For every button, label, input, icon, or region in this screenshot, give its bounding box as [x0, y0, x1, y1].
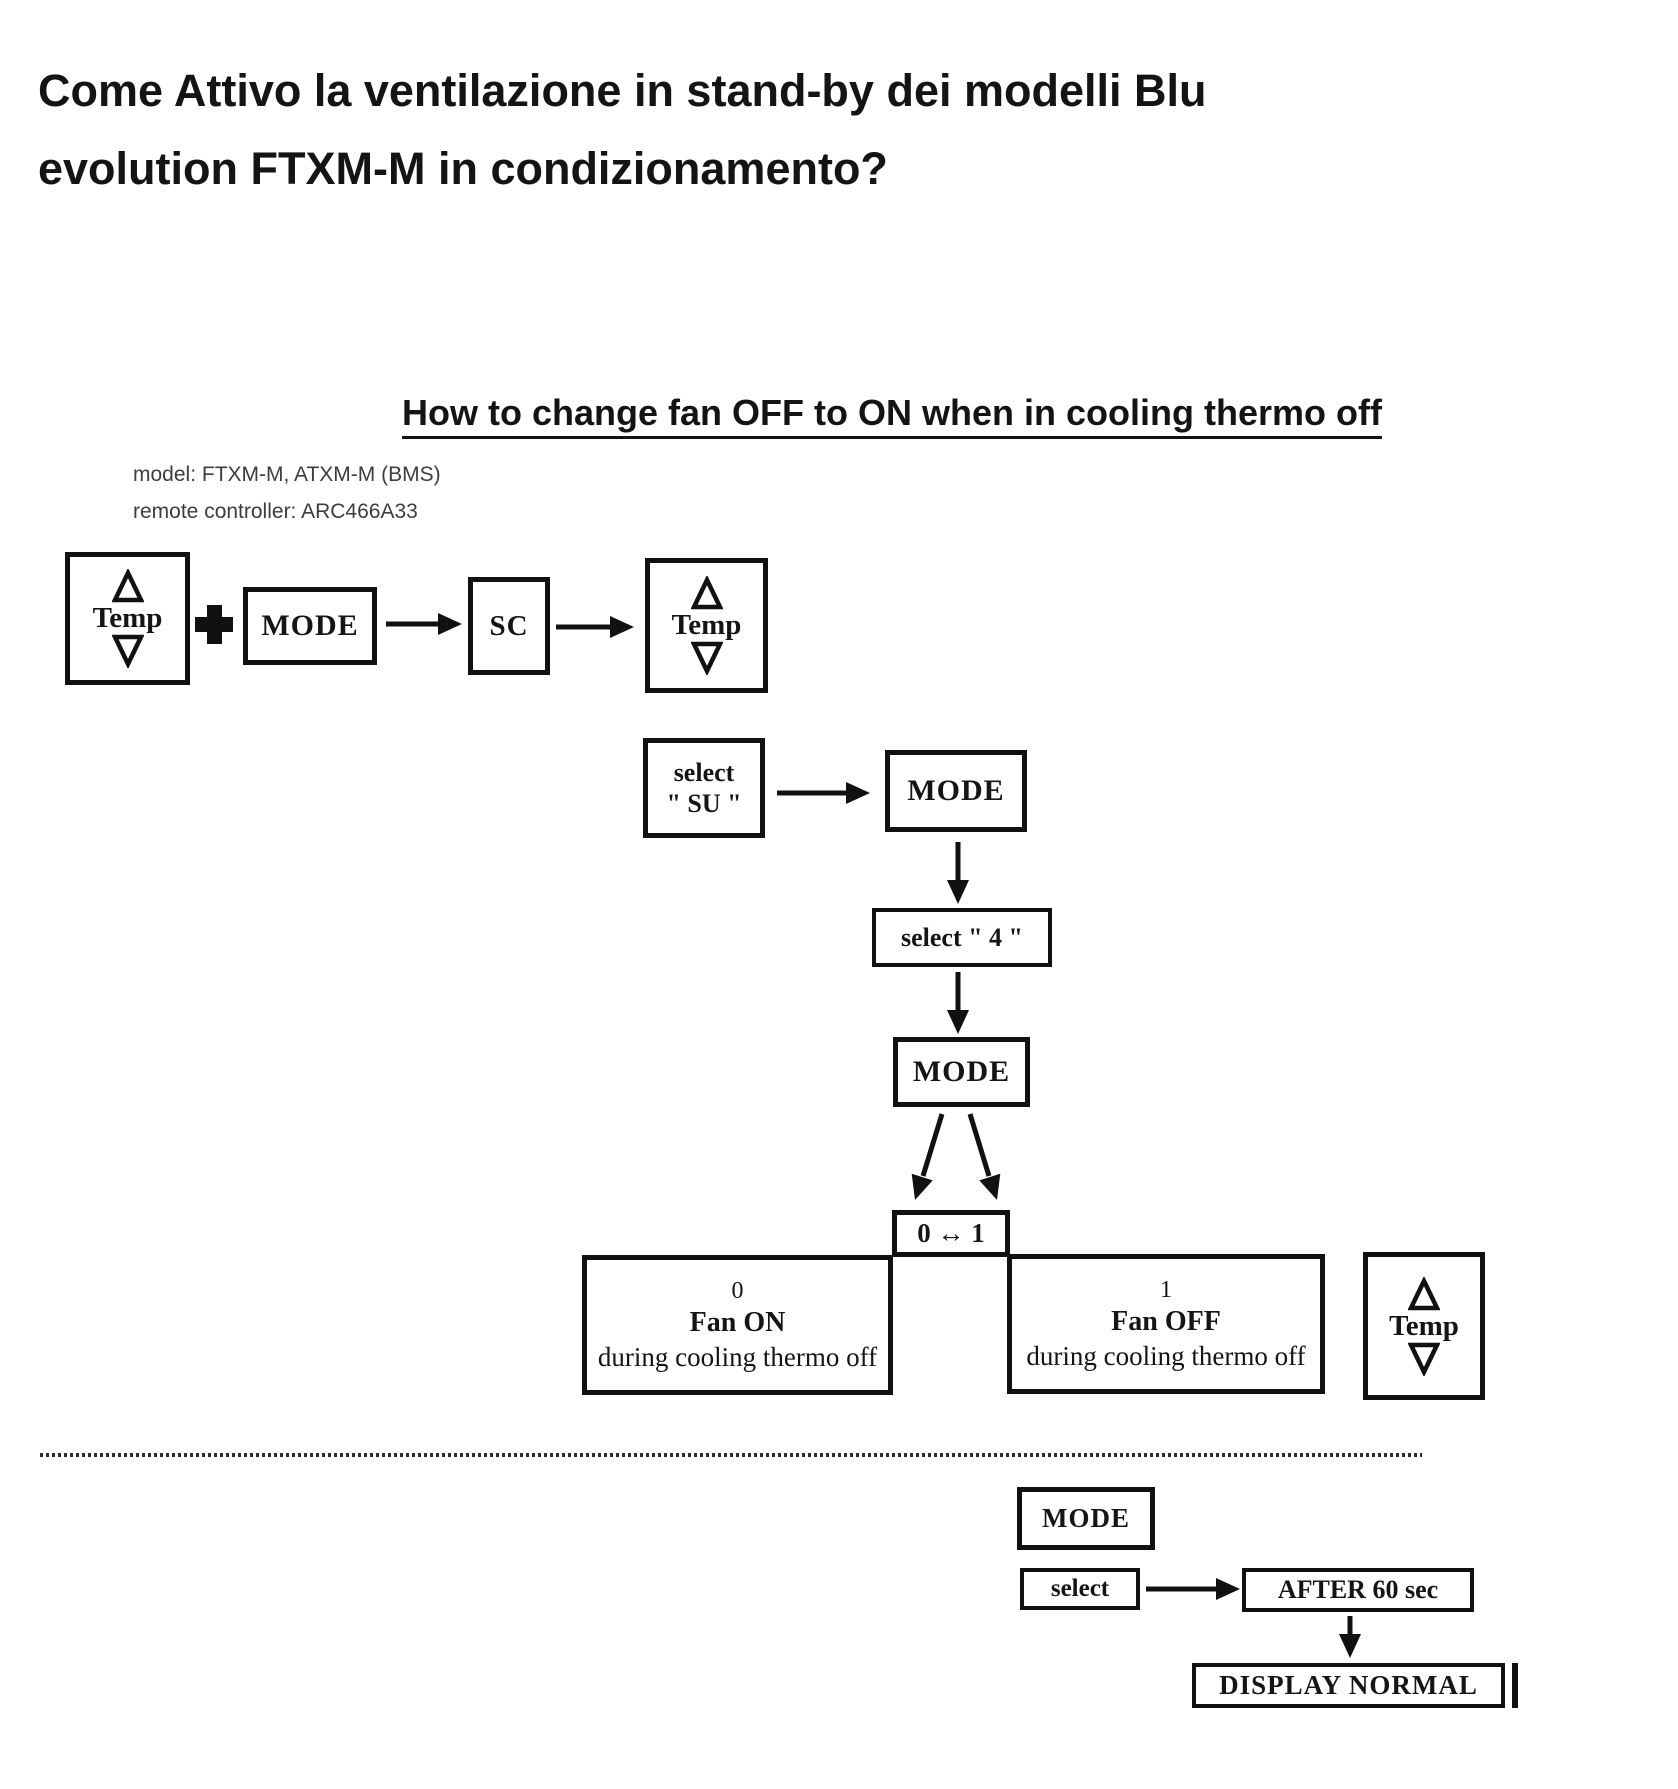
after-60-sec-box: AFTER 60 sec: [1242, 1568, 1474, 1612]
diagram-heading-text: How to change fan OFF to ON when in cool…: [402, 392, 1382, 439]
temp-label: Temp: [1389, 1309, 1459, 1342]
diagram-heading: How to change fan OFF to ON when in cool…: [402, 392, 1382, 439]
page-title-line1: Come Attivo la ventilazione in stand-by …: [38, 65, 1207, 116]
arrow-right-icon: [777, 782, 870, 804]
fan-off-outcome-box: 1 Fan OFF during cooling thermo off: [1007, 1254, 1325, 1394]
temp-button-box-1: Temp: [65, 552, 190, 685]
select-4-box: select " 4 ": [872, 908, 1052, 967]
temp-label: Temp: [671, 609, 742, 641]
toggle-0-1-label: 0 ↔ 1: [917, 1218, 985, 1248]
arrow-down-icon: [947, 972, 969, 1034]
arrow-diagonal-right-icon: [967, 1113, 1001, 1200]
mode-button-box-4: MODE: [1017, 1487, 1155, 1550]
after-60-sec-label: AFTER 60 sec: [1277, 1575, 1439, 1604]
temp-button-box-3: Temp: [1363, 1252, 1485, 1400]
cursor-bar: [1512, 1663, 1518, 1708]
triangle-up-icon: [111, 569, 144, 603]
remote-controller-info: remote controller: ARC466A33: [133, 500, 418, 523]
triangle-up-icon: [1408, 1276, 1440, 1310]
triangle-down-icon: [690, 641, 723, 675]
display-normal-label: DISPLAY NORMAL: [1219, 1670, 1478, 1700]
mode-label: MODE: [907, 774, 1005, 807]
mode-label: MODE: [1042, 1503, 1130, 1533]
sc-box: SC: [468, 577, 550, 675]
fan-off-title: Fan OFF: [1111, 1306, 1221, 1337]
display-normal-box: DISPLAY NORMAL: [1192, 1663, 1505, 1708]
page-title-line2: evolution FTXM-M in condizionamento?: [38, 143, 888, 194]
triangle-down-icon: [1408, 1342, 1440, 1376]
arrow-down-icon: [947, 842, 969, 904]
select-4-label: select " 4 ": [901, 922, 1023, 952]
arrow-right-icon: [1146, 1578, 1240, 1600]
mode-label: MODE: [912, 1055, 1011, 1088]
mode-label: MODE: [261, 609, 359, 642]
select-su-line1: select: [673, 758, 735, 787]
model-info: model: FTXM-M, ATXM-M (BMS): [133, 463, 441, 486]
sc-label: SC: [489, 609, 529, 642]
arrow-right-icon: [556, 616, 634, 638]
temp-button-box-2: Temp: [645, 558, 768, 693]
mode-button-box-3: MODE: [893, 1037, 1030, 1107]
arrow-diagonal-left-icon: [911, 1113, 945, 1200]
mode-button-box-1: MODE: [243, 587, 377, 665]
select-su-box: select " SU ": [643, 738, 765, 838]
select-su-line2: " SU ": [666, 789, 742, 818]
fan-off-value: 1: [1160, 1277, 1172, 1303]
triangle-down-icon: [111, 634, 144, 668]
fan-on-outcome-box: 0 Fan ON during cooling thermo off: [582, 1255, 893, 1395]
triangle-up-icon: [690, 576, 723, 610]
arrow-right-icon: [386, 613, 462, 635]
fan-off-desc: during cooling thermo off: [1026, 1341, 1306, 1371]
arrow-down-icon: [1339, 1616, 1361, 1658]
mode-button-box-2: MODE: [885, 750, 1027, 832]
select-label: select: [1050, 1575, 1110, 1602]
fan-on-desc: during cooling thermo off: [597, 1342, 878, 1372]
toggle-0-1-box: 0 ↔ 1: [892, 1210, 1010, 1257]
fan-on-value: 0: [731, 1278, 744, 1304]
meta-info: model: FTXM-M, ATXM-M (BMS) remote contr…: [133, 456, 441, 530]
page-title: Come Attivo la ventilazione in stand-by …: [38, 52, 1206, 208]
plus-icon: [195, 605, 233, 644]
fan-on-title: Fan ON: [689, 1307, 786, 1338]
select-box: select: [1020, 1568, 1140, 1610]
temp-label: Temp: [92, 602, 163, 634]
dashed-divider: [40, 1453, 1422, 1457]
